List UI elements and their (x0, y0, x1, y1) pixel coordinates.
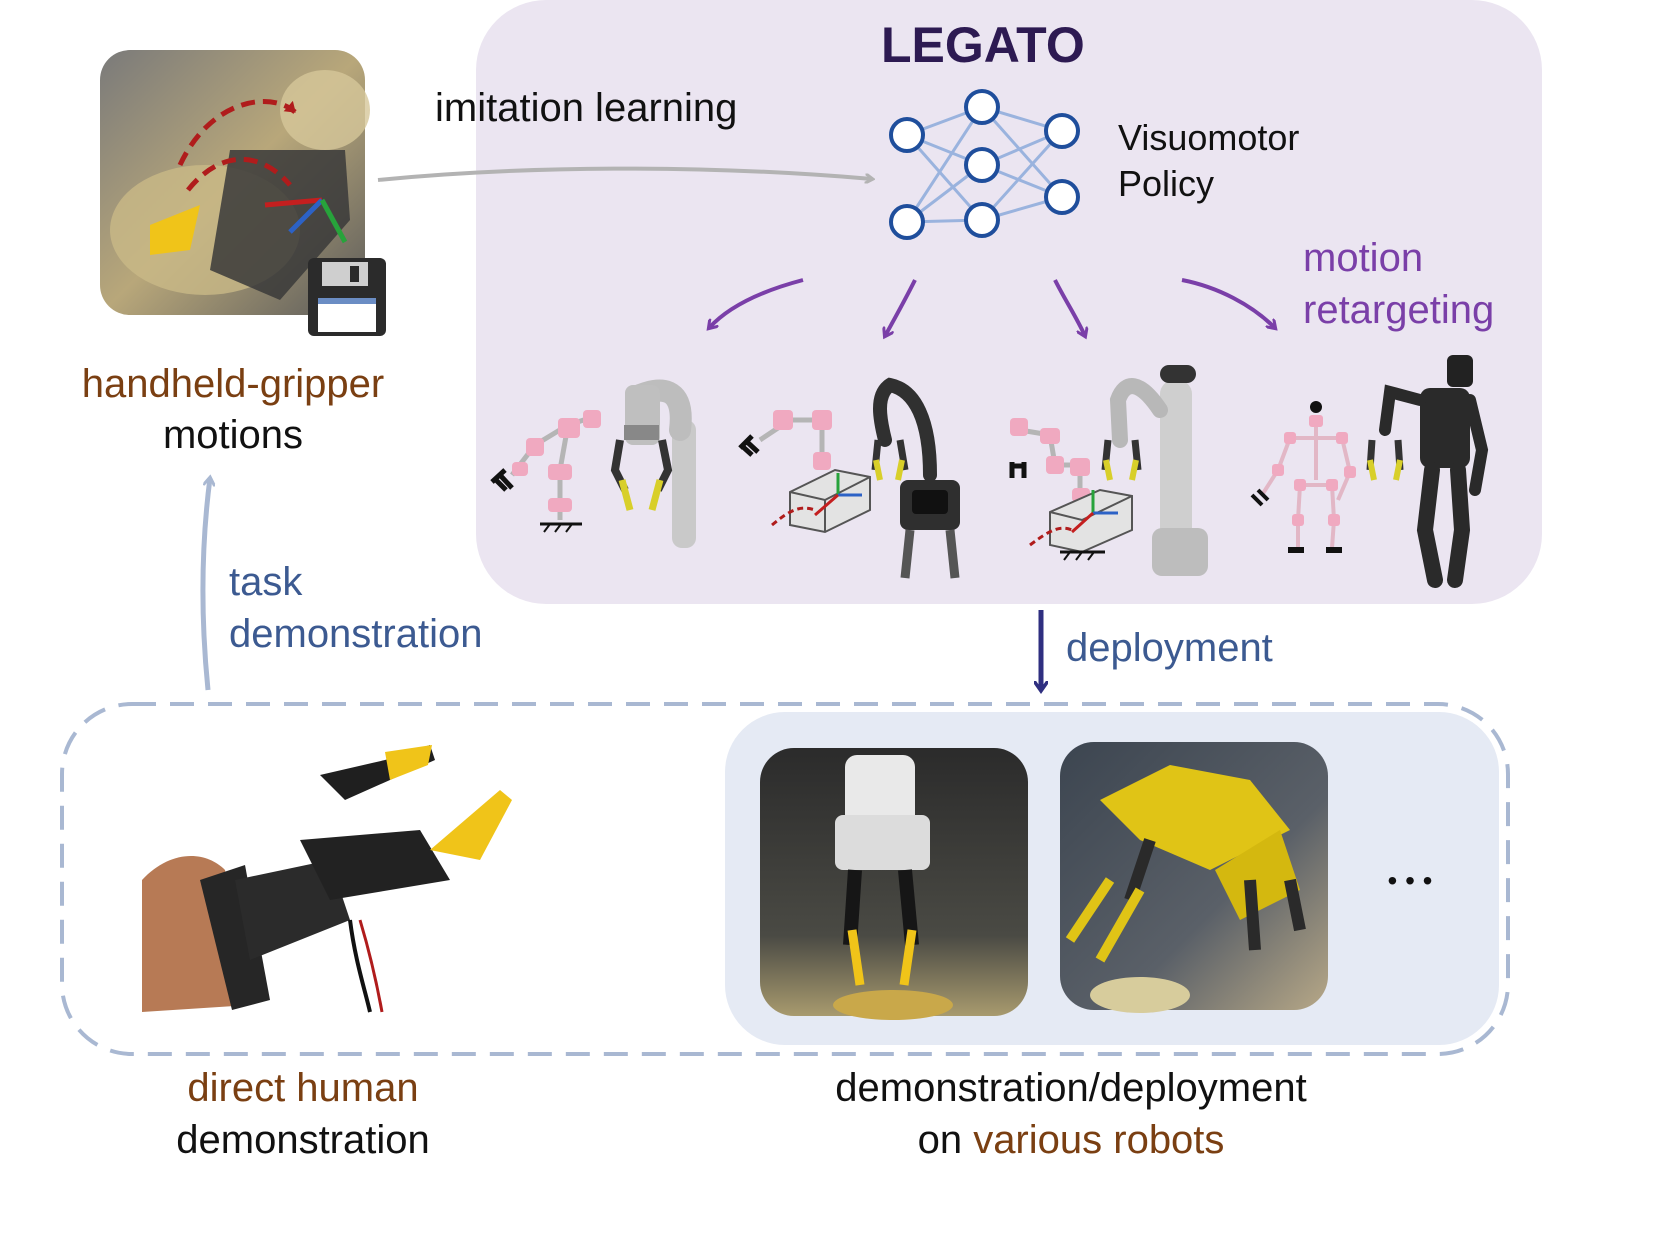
spot-robot-photo (1060, 742, 1328, 1013)
direct-demonstration-label: demonstration (176, 1118, 430, 1162)
robot-quadruped (738, 377, 960, 579)
visuomotor-label: Visuomotor (1118, 117, 1300, 158)
network-node (889, 204, 925, 240)
network-node (964, 89, 1000, 125)
direct-human-label: direct human (187, 1066, 419, 1110)
robot-humanoid (1250, 355, 1489, 588)
legato-title: LEGATO (881, 17, 1085, 73)
network-node (889, 117, 925, 153)
robots-line1-label: demonstration/deployment (835, 1066, 1307, 1110)
robots-prefix: on (917, 1118, 974, 1162)
network-node (1044, 179, 1080, 215)
imitation-arrow (377, 166, 872, 180)
floppy-disk-icon (308, 258, 386, 336)
legato-panel (476, 0, 1542, 604)
task-demonstration-arrow (200, 478, 210, 691)
retarget-arrows (709, 278, 1275, 336)
network-edge (980, 129, 1064, 222)
demonstration-dashed-frame (60, 702, 1510, 1056)
network-node (964, 202, 1000, 238)
more-robots-ellipsis: • • • (1388, 865, 1433, 896)
retargeting-label: retargeting (1303, 288, 1495, 332)
network-edge (905, 106, 984, 223)
handheld-gripper-photo (100, 50, 370, 315)
network-edge (905, 134, 984, 221)
franka-robot-photo (760, 748, 1028, 1020)
robot-mobile-manipulator (1009, 365, 1208, 576)
task-demonstration-label: demonstration (229, 612, 483, 656)
motions-label: motions (162, 413, 304, 457)
deployment-label: deployment (1066, 626, 1273, 670)
robots-line2-label: on various robots (918, 1120, 1225, 1160)
human-gripper-photo (142, 745, 512, 1013)
robot-arm-1 (490, 379, 696, 548)
network-node (1044, 113, 1080, 149)
motion-label: motion (1303, 236, 1424, 280)
policy-label: Policy (1118, 163, 1215, 204)
visuomotor-network-icon (889, 89, 1080, 240)
task-label: task (229, 560, 303, 604)
network-edge (980, 106, 1064, 198)
imitation-learning-label: imitation learning (435, 86, 738, 130)
various-robots-label: various robots (973, 1118, 1225, 1162)
network-node (964, 147, 1000, 183)
handheld-gripper-label: handheld-gripper (81, 362, 385, 406)
